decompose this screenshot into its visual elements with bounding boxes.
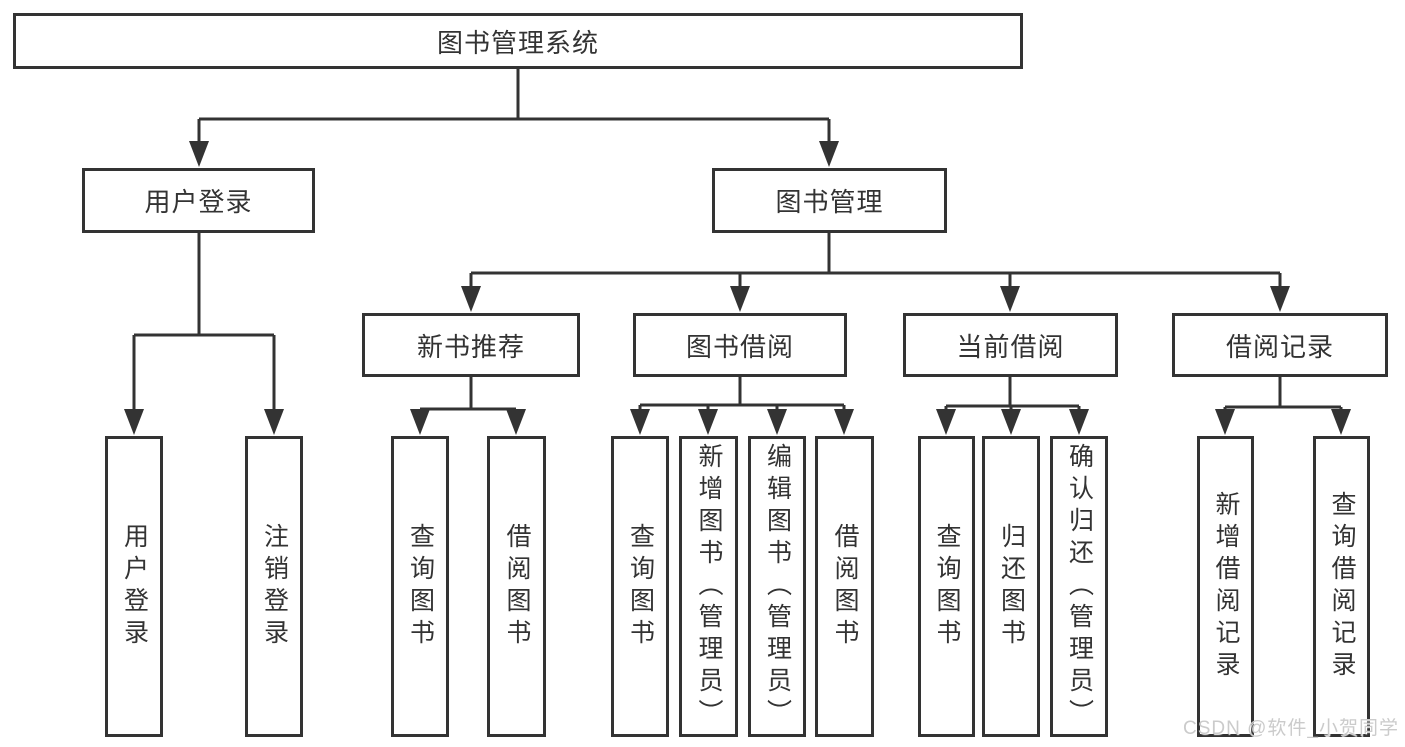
node-label: 借阅图书 — [503, 522, 531, 651]
node-label: 查询图书 — [933, 522, 961, 651]
leaf-add-books-admin: 新增图书（管理员） — [679, 436, 738, 737]
node-label: 新书推荐 — [416, 331, 525, 362]
node-label: 确认归还（管理员） — [1065, 442, 1094, 731]
leaf-query-books-borrowing: 查询图书 — [611, 436, 669, 737]
leaf-user-login: 用户登录 — [105, 436, 163, 737]
node-label: 归还图书 — [997, 522, 1026, 651]
node-borrow-records: 借阅记录 — [1172, 313, 1388, 377]
csdn-watermark: CSDN @软件_小贺同学 — [1183, 718, 1399, 739]
node-library-management-system: 图书管理系统 — [13, 13, 1023, 69]
node-label: 用户登录 — [120, 522, 149, 651]
node-current-borrowing: 当前借阅 — [903, 313, 1118, 377]
node-label: 图书借阅 — [685, 331, 794, 362]
leaf-query-borrow-record: 查询借阅记录 — [1313, 436, 1370, 737]
node-label: 查询图书 — [626, 522, 655, 651]
node-label: 新增图书（管理员） — [695, 442, 723, 731]
leaf-borrow-books: 借阅图书 — [815, 436, 874, 737]
leaf-confirm-return-admin: 确认归还（管理员） — [1050, 436, 1108, 737]
node-label: 查询图书 — [406, 522, 435, 651]
node-label: 图书管理 — [775, 187, 884, 217]
leaf-edit-books-admin: 编辑图书（管理员） — [748, 436, 806, 737]
node-label: 图书管理系统 — [436, 27, 599, 58]
node-user-login: 用户登录 — [82, 168, 315, 233]
node-label: 注销登录 — [260, 522, 289, 651]
node-label: 借阅图书 — [831, 522, 859, 651]
node-label: 当前借阅 — [956, 331, 1065, 362]
node-label: 编辑图书（管理员） — [763, 442, 792, 731]
node-label: 借阅记录 — [1225, 331, 1334, 362]
node-book-management: 图书管理 — [712, 168, 947, 233]
leaf-return-books: 归还图书 — [982, 436, 1040, 737]
node-label: 查询借阅记录 — [1328, 490, 1356, 683]
leaf-borrow-books-recommend: 借阅图书 — [487, 436, 546, 737]
leaf-logout: 注销登录 — [245, 436, 303, 737]
node-new-book-recommend: 新书推荐 — [362, 313, 580, 377]
node-label: 用户登录 — [144, 187, 253, 217]
node-label: 新增借阅记录 — [1212, 490, 1240, 683]
leaf-query-books-current: 查询图书 — [918, 436, 975, 737]
leaf-add-borrow-record: 新增借阅记录 — [1197, 436, 1254, 737]
leaf-query-books-recommend: 查询图书 — [391, 436, 449, 737]
node-book-borrowing: 图书借阅 — [633, 313, 847, 377]
